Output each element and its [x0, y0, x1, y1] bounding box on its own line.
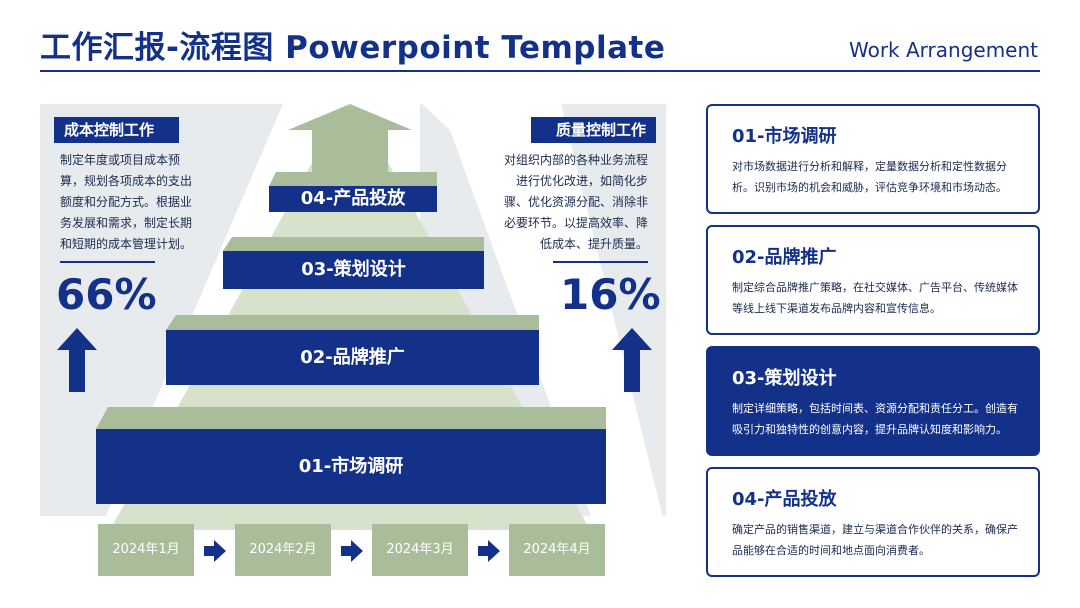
card-description: 制定综合品牌推广策略，在社交媒体、广告平台、传统媒体等线上线下渠道发布品牌内容和…: [732, 281, 1018, 315]
top-arrow-icon: [288, 104, 412, 172]
quality-percent: 16%: [560, 270, 661, 319]
step-1-label: 01-市场调研: [298, 456, 404, 477]
cost-control-tag: 成本控制工作: [54, 117, 179, 143]
quality-control-tag: 质量控制工作: [531, 117, 656, 143]
card-title: 02-品牌推广: [732, 247, 837, 268]
right-arrow-icon: [341, 540, 363, 562]
cost-percent: 66%: [56, 270, 157, 319]
cost-divider: [60, 261, 155, 263]
quality-divider: [553, 261, 648, 263]
up-arrow-icon: [612, 328, 652, 392]
card-title: 03-策划设计: [732, 368, 837, 389]
card-description: 对市场数据进行分析和解释，定量数据分析和定性数据分析。识别市场的机会和威胁，评估…: [732, 160, 1007, 194]
card-description: 确定产品的销售渠道，建立与渠道合作伙伴的关系，确保产品能够在合适的时间和地点面向…: [732, 523, 1018, 557]
step-4-label: 04-产品投放: [300, 188, 406, 209]
timeline-date-2: 2024年2月: [235, 524, 331, 576]
page-title: 工作汇报-流程图 Powerpoint Template: [40, 30, 666, 66]
step-3-label: 03-策划设计: [301, 259, 406, 280]
right-arrow-icon: [478, 540, 500, 562]
card-market-research: 01-市场调研 对市场数据进行分析和解释，定量数据分析和定性数据分析。识别市场的…: [706, 104, 1040, 214]
step-2-label: 02-品牌推广: [300, 347, 405, 368]
timeline-date-3: 2024年3月: [372, 524, 468, 576]
up-arrow-icon: [57, 328, 97, 392]
card-title: 04-产品投放: [732, 489, 837, 510]
quality-control-description: 对组织内部的各种业务流程进行优化改进，如简化步骤、优化资源分配、消除非必要环节。…: [503, 153, 648, 251]
cost-control-description: 制定年度或项目成本预算，规划各项成本的支出额度和分配方式。根据业务发展和需求，制…: [60, 153, 193, 251]
card-planning-design: 03-策划设计 制定详细策略，包括时间表、资源分配和责任分工。创造有吸引力和独特…: [706, 346, 1040, 456]
right-arrow-icon: [204, 540, 226, 562]
card-title: 01-市场调研: [732, 126, 837, 147]
card-product-launch: 04-产品投放 确定产品的销售渠道，建立与渠道合作伙伴的关系，确保产品能够在合适…: [706, 467, 1040, 577]
step-4-top: [269, 172, 437, 186]
card-description: 制定详细策略，包括时间表、资源分配和责任分工。创造有吸引力和独特性的创意内容，提…: [732, 402, 1018, 436]
page-subtitle: Work Arrangement: [848, 38, 1038, 62]
header-divider: [40, 70, 1040, 72]
timeline-date-4: 2024年4月: [509, 524, 605, 576]
card-brand-promotion: 02-品牌推广 制定综合品牌推广策略，在社交媒体、广告平台、传统媒体等线上线下渠…: [706, 225, 1040, 335]
timeline-date-1: 2024年1月: [98, 524, 194, 576]
